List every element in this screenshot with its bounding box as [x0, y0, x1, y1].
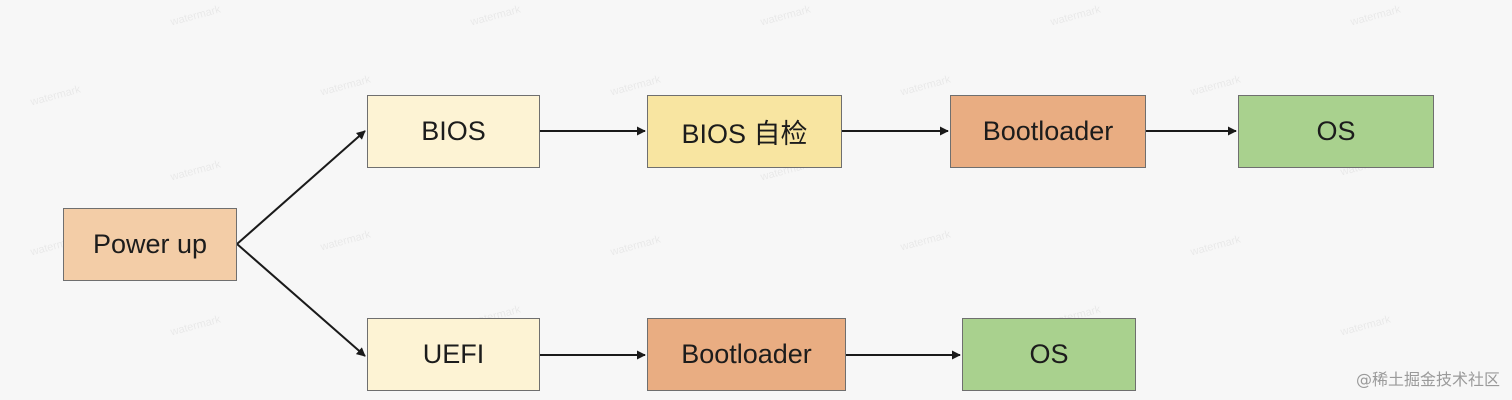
node-bios-post: BIOS 自检: [647, 95, 842, 168]
node-uefi-label: UEFI: [422, 339, 485, 369]
node-bootloader-bottom-label: Bootloader: [681, 339, 812, 369]
node-bios: BIOS: [367, 95, 540, 168]
node-os-bottom: OS: [962, 318, 1136, 391]
node-bootloader-bottom: Bootloader: [647, 318, 846, 391]
node-bios-post-label: BIOS 自检: [681, 119, 808, 149]
arrow-power-to-bios: [236, 130, 366, 245]
source-watermark: @稀土掘金技术社区: [1355, 370, 1500, 389]
arrow-power-to-uefi: [236, 243, 366, 357]
node-os-bottom-label: OS: [1029, 339, 1069, 369]
node-bootloader-top: Bootloader: [950, 95, 1146, 168]
node-power-up-label: Power up: [92, 229, 208, 259]
node-bootloader-top-label: Bootloader: [982, 116, 1114, 146]
node-os-top: OS: [1238, 95, 1434, 168]
node-uefi: UEFI: [367, 318, 540, 391]
node-bios-label: BIOS: [421, 116, 486, 146]
node-power-up: Power up: [63, 208, 237, 281]
node-os-top-label: OS: [1316, 116, 1356, 146]
